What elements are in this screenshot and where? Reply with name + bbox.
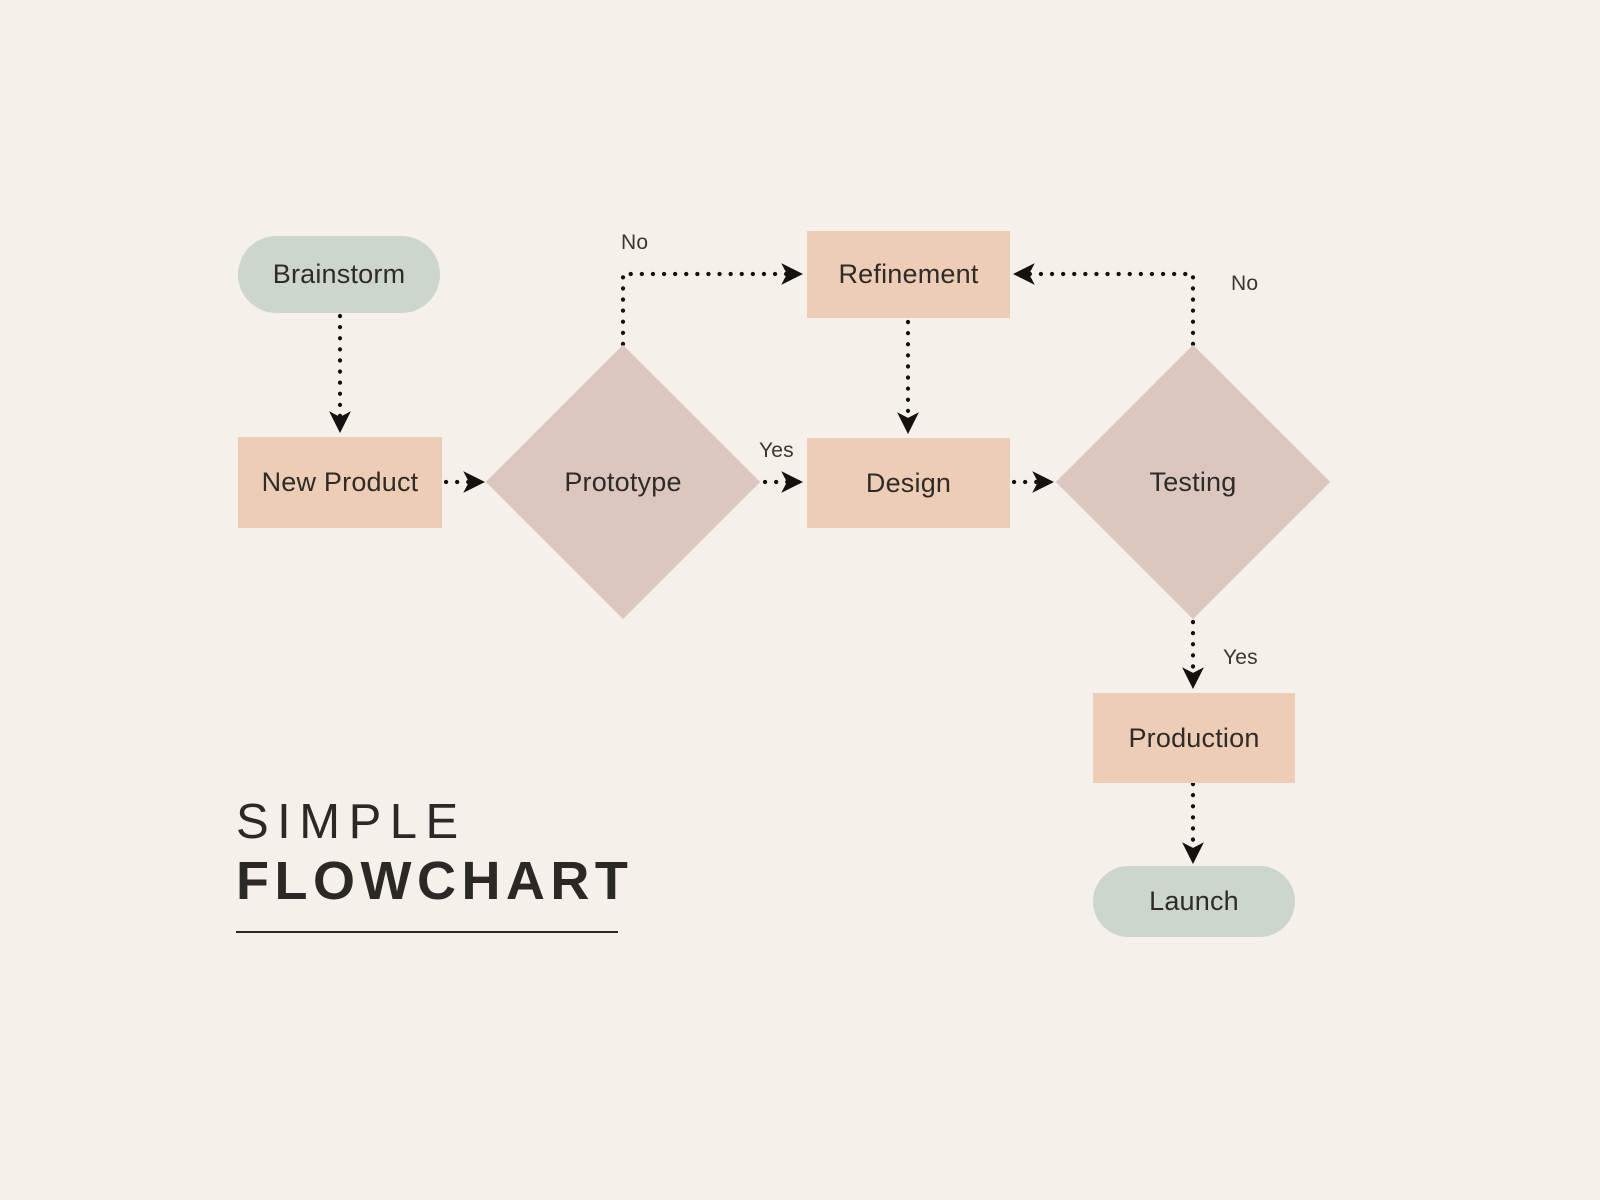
node-prototype-label: Prototype: [564, 466, 682, 497]
edge-label-testing-no: No: [1231, 272, 1259, 295]
node-testing-label: Testing: [1149, 466, 1237, 497]
node-launch[interactable]: Launch: [1093, 866, 1295, 937]
node-brainstorm-label: Brainstorm: [272, 259, 406, 289]
node-brainstorm[interactable]: Brainstorm: [238, 236, 440, 313]
node-new-product[interactable]: New Product: [238, 437, 442, 528]
node-design[interactable]: Design: [807, 438, 1010, 528]
node-design-label: Design: [865, 467, 952, 498]
page-title-secondary: FLOWCHART: [236, 850, 634, 911]
node-production-label: Production: [1128, 722, 1260, 753]
title-divider: [236, 931, 618, 934]
edge-label-testing-yes: Yes: [1223, 646, 1258, 669]
node-testing[interactable]: Testing: [1055, 344, 1331, 620]
edge-label-prototype-no: No: [621, 231, 649, 254]
node-refinement-label: Refinement: [838, 259, 979, 289]
edge-label-prototype-yes: Yes: [759, 439, 794, 462]
node-production[interactable]: Production: [1093, 693, 1295, 783]
edge-prototype-no-to-refinement: [620, 263, 804, 347]
page-title-primary: SIMPLE: [236, 795, 467, 849]
edge-testing-no-to-refinement: [1012, 263, 1196, 347]
node-new-product-label: New Product: [261, 467, 419, 497]
node-prototype[interactable]: Prototype: [485, 344, 761, 620]
node-launch-label: Launch: [1149, 886, 1239, 916]
node-refinement[interactable]: Refinement: [807, 231, 1010, 318]
title-block: SIMPLE FLOWCHART: [236, 795, 634, 934]
